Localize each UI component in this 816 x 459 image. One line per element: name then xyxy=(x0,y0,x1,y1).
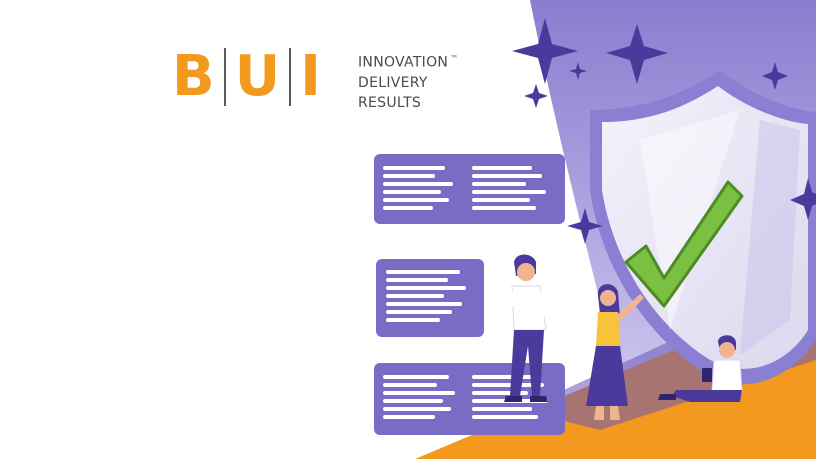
standing-woman xyxy=(586,284,644,420)
tagline-line: DELIVERY xyxy=(358,74,428,91)
logo-divider xyxy=(289,48,292,106)
checkmark-icon xyxy=(624,180,744,308)
sitting-man xyxy=(658,335,743,402)
text-card-icon xyxy=(374,154,565,224)
logo-letter-i: I xyxy=(300,44,322,109)
sparkle-icon xyxy=(512,18,816,244)
logo-letter-b: B xyxy=(172,44,215,109)
trademark-symbol: ™ xyxy=(450,54,459,63)
logo-mark: B U I xyxy=(172,46,321,108)
logo-letter-u: U xyxy=(234,44,281,109)
logo-divider xyxy=(223,48,226,106)
standing-man xyxy=(502,254,552,402)
tagline-line: RESULTS xyxy=(358,94,422,111)
text-card-icon xyxy=(376,259,484,337)
